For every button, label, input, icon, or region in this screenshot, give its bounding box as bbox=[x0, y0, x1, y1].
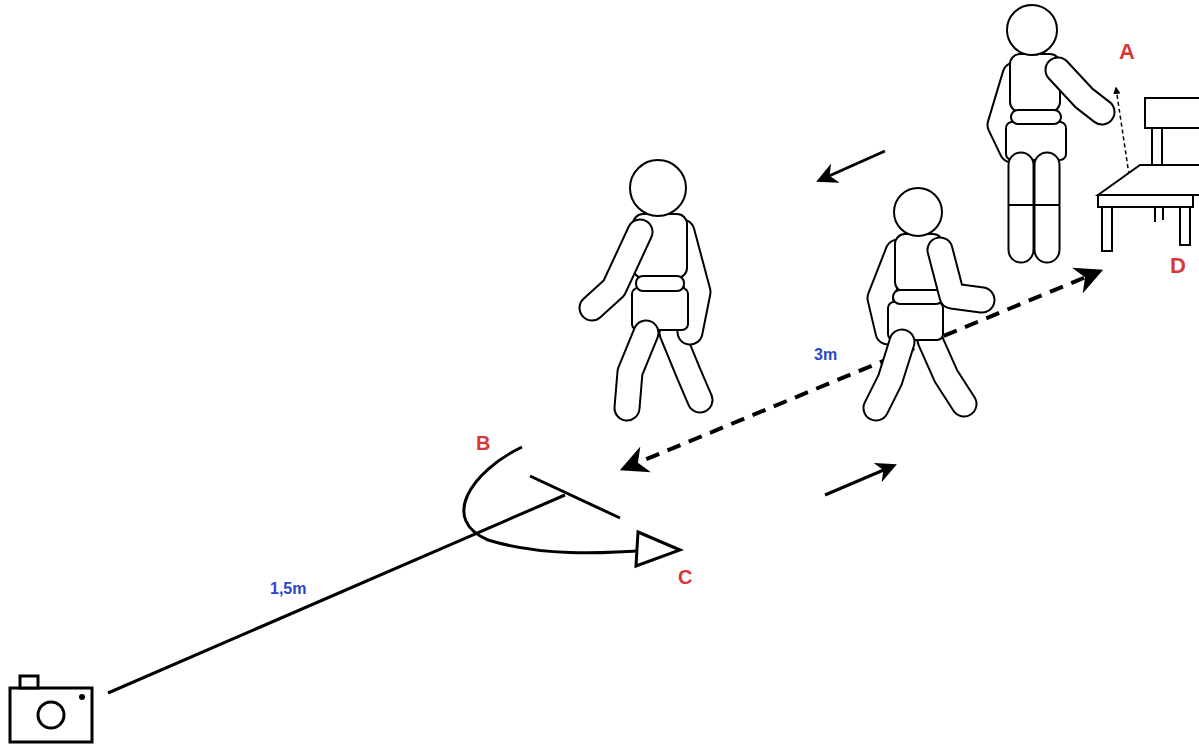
seated-figure bbox=[1000, 5, 1102, 250]
walking-figure bbox=[876, 188, 982, 408]
turn-arc bbox=[464, 447, 650, 553]
dimension-label: 1,5m bbox=[268, 580, 308, 598]
walking-figure bbox=[592, 160, 700, 408]
point-letter: D bbox=[1168, 254, 1188, 278]
point-letter: C bbox=[676, 566, 694, 588]
direction-arrow bbox=[820, 151, 885, 180]
dimension-label: 3m bbox=[812, 346, 839, 364]
camera-icon bbox=[10, 676, 92, 742]
sight-line bbox=[108, 495, 565, 693]
chair bbox=[1098, 98, 1199, 251]
point-letter: B bbox=[474, 432, 492, 454]
turn-arrowhead bbox=[636, 532, 680, 566]
point-letter: A bbox=[1117, 40, 1137, 64]
direction-arrow bbox=[825, 466, 893, 495]
turn-bar bbox=[530, 476, 620, 518]
